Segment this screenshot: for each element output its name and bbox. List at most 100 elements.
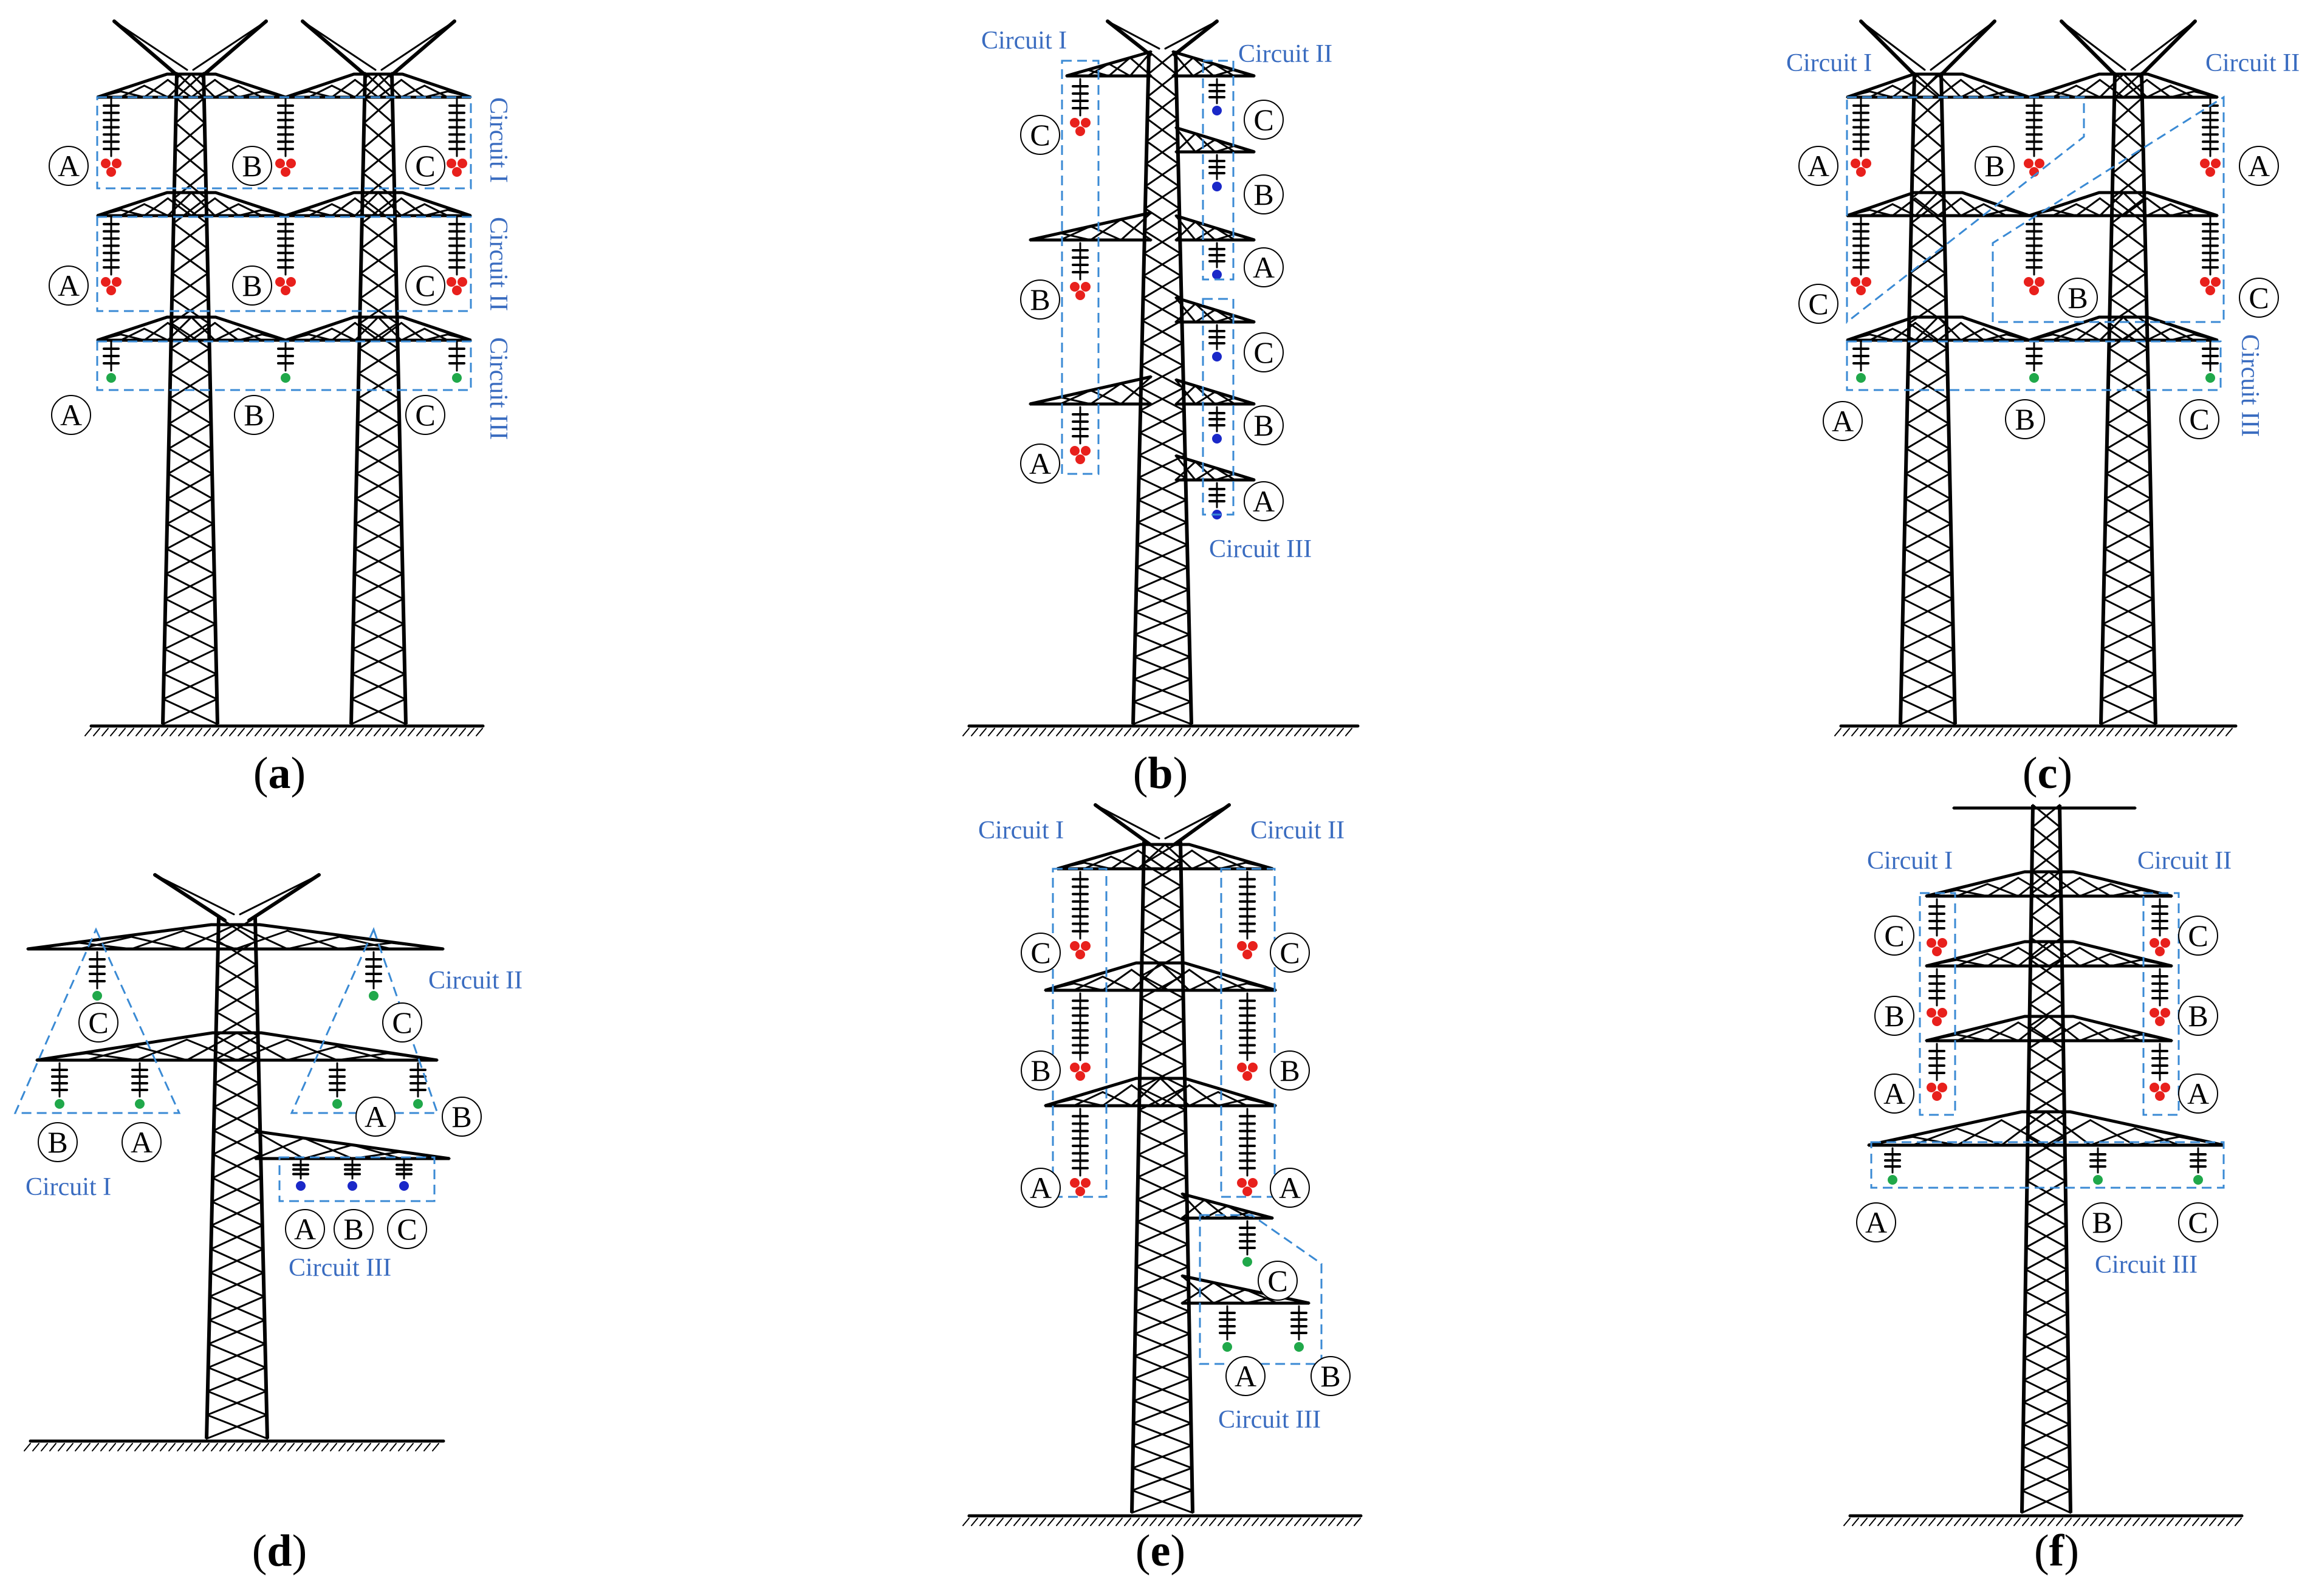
circuit-label: Circuit II xyxy=(2137,847,2232,875)
insulator-string xyxy=(1237,992,1258,1081)
tower-mast xyxy=(1131,50,1193,725)
conductor xyxy=(452,373,462,383)
phase-letter: B xyxy=(1320,1359,1340,1393)
phase-letter: C xyxy=(392,1005,412,1039)
cross-arm xyxy=(1846,191,2030,217)
circuit-label: Circuit III xyxy=(2236,334,2264,437)
phase-label: B xyxy=(1244,174,1284,214)
conductor xyxy=(1242,950,1252,959)
conductor xyxy=(447,277,456,287)
earth-wire-peak xyxy=(1859,19,1996,78)
phase-label: C xyxy=(2239,278,2279,318)
conductor xyxy=(106,167,116,177)
phase-label: C xyxy=(2179,399,2219,439)
phase-label: A xyxy=(355,1097,396,1137)
conductor xyxy=(2150,938,2159,948)
conductor xyxy=(101,277,111,287)
circuit-label: Circuit III xyxy=(2095,1251,2198,1279)
phase-label: B xyxy=(2005,399,2045,439)
conductor xyxy=(1851,277,1860,287)
circuit-box xyxy=(1061,60,1100,475)
conductor xyxy=(2024,159,2033,168)
phase-letter: A xyxy=(1865,1205,1887,1239)
conductor xyxy=(281,286,290,295)
conductor xyxy=(1075,950,1085,959)
circuit-box xyxy=(1992,95,2225,323)
insulator-string xyxy=(1070,78,1091,136)
phase-letter: A xyxy=(1029,447,1051,481)
conductor xyxy=(1075,290,1085,300)
conductor xyxy=(1862,159,1871,168)
insulator-string xyxy=(1070,242,1091,300)
cross-arm xyxy=(1925,870,2173,898)
cross-arm xyxy=(1056,843,1274,871)
phase-letter: A xyxy=(365,1100,386,1134)
phase-label: C xyxy=(2178,916,2218,956)
circuit-label: Circuit I xyxy=(981,27,1067,55)
insulator-string xyxy=(1070,1108,1091,1196)
insulator-string xyxy=(447,216,467,295)
phase-label: C xyxy=(1021,933,1061,973)
phase-letter: B xyxy=(2068,281,2088,315)
conductor xyxy=(413,1099,423,1109)
phase-letter: C xyxy=(2189,402,2209,436)
conductor xyxy=(1212,434,1222,444)
cross-arm xyxy=(96,315,287,342)
right-arm xyxy=(254,1129,451,1160)
circuit-label: Circuit II xyxy=(1250,817,1345,844)
phase-label: A xyxy=(1874,1074,1914,1114)
phase-letter: B xyxy=(2188,999,2208,1033)
conductor xyxy=(1075,454,1085,464)
tower-mast xyxy=(161,72,219,725)
conductor xyxy=(1212,270,1222,279)
insulator-string xyxy=(101,216,122,295)
circuit-box xyxy=(96,340,472,391)
tower-mast xyxy=(1130,840,1194,1514)
phase-label: C xyxy=(387,1209,427,1249)
phase-label: A xyxy=(2239,146,2279,186)
right-arm xyxy=(1180,1192,1274,1220)
conductor xyxy=(2024,277,2033,287)
insulator-string xyxy=(2200,216,2221,295)
conductor xyxy=(275,277,285,287)
conductor xyxy=(1932,1016,1942,1026)
insulator-string xyxy=(1208,154,1225,191)
phase-letter: A xyxy=(58,269,80,303)
conductor xyxy=(1862,277,1871,287)
earth-wire-peak xyxy=(301,19,456,78)
circuit-box xyxy=(2142,892,2180,1116)
insulator-string xyxy=(275,97,296,177)
circuit-box xyxy=(96,216,472,312)
phase-label: A xyxy=(122,1122,162,1162)
tower-mast xyxy=(349,72,408,725)
cross-arm xyxy=(26,923,445,951)
phase-label: C xyxy=(405,265,445,306)
conductor xyxy=(2205,286,2215,295)
conductor xyxy=(1081,446,1091,456)
conductor xyxy=(1075,1071,1085,1081)
phase-label: B xyxy=(232,265,272,306)
circuit-label: Circuit II xyxy=(484,217,512,311)
conductor xyxy=(2200,159,2210,168)
tower-mast xyxy=(205,916,269,1440)
conductor xyxy=(2193,1175,2203,1185)
conductor xyxy=(1237,1178,1247,1188)
phase-label: A xyxy=(49,146,89,186)
cross-arm xyxy=(1925,940,2173,968)
circuit-box xyxy=(1052,868,1108,1198)
circuit-label: Circuit II xyxy=(1238,40,1332,68)
earth-wire-peak xyxy=(1094,803,1231,846)
phase-label: B xyxy=(1975,146,2015,186)
conductor xyxy=(1937,938,1947,948)
insulator-string xyxy=(2150,968,2170,1026)
insulator-string xyxy=(1219,1305,1236,1352)
insulator-string xyxy=(1070,992,1091,1081)
phase-letter: C xyxy=(1280,936,1300,970)
phase-letter: C xyxy=(415,269,435,303)
conductor xyxy=(1212,182,1222,191)
insulator-string xyxy=(2150,898,2170,956)
panel-caption: (a) xyxy=(253,748,306,798)
insulator-string xyxy=(1852,340,1869,383)
